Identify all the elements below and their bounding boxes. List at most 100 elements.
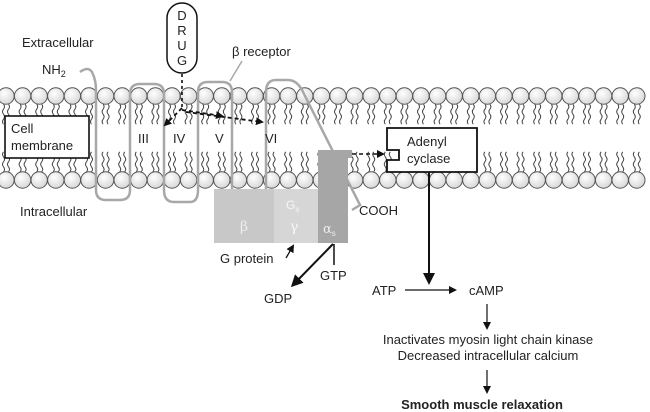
lipid-head — [395, 87, 414, 105]
lipid-tail — [616, 103, 620, 125]
lipid-tail — [123, 103, 127, 125]
lipid-head — [279, 171, 297, 189]
lipid-head — [47, 171, 65, 189]
gdp-label: GDP — [264, 291, 292, 306]
lipid-tail — [267, 151, 271, 173]
lipid-tail — [184, 103, 188, 125]
lipid-head — [428, 171, 447, 189]
lipid-tail — [616, 151, 620, 173]
lipid-head — [196, 171, 214, 189]
lipid-tail — [2, 151, 5, 173]
gamma-subunit — [274, 189, 318, 243]
lipid-tail — [604, 151, 608, 173]
lipid-head — [80, 171, 98, 189]
lipid-tail — [500, 151, 503, 173]
effect-text-2: Decreased intracellular calcium — [398, 348, 579, 363]
lipid-tail — [289, 103, 293, 125]
lipid-head — [163, 171, 181, 189]
signal-arrows — [163, 107, 264, 127]
lipid-tail — [156, 103, 160, 125]
lipid-tail — [571, 151, 575, 173]
lipid-tail — [621, 103, 625, 125]
lipid-tail — [300, 103, 304, 125]
lipid-tail — [488, 103, 492, 125]
lipid-tail — [533, 103, 537, 125]
lipid-head — [578, 171, 596, 189]
lipid-tail — [538, 103, 542, 125]
lipid-head — [213, 171, 231, 189]
lipid-tail — [123, 151, 127, 173]
lipid-tail — [455, 103, 459, 125]
lipid-tail — [134, 151, 138, 173]
lipid-head — [96, 87, 115, 105]
g-protein-caption: G protein — [220, 251, 273, 266]
lipid-tail — [168, 151, 171, 173]
alpha-subunit — [318, 150, 352, 243]
lipid-head — [462, 171, 480, 189]
lipid-head — [80, 87, 98, 105]
lipid-tail — [554, 151, 558, 173]
cooh-label: COOH — [359, 203, 398, 218]
lipid-head — [511, 171, 530, 189]
lipid-tail — [632, 103, 636, 125]
lipid-tail — [118, 151, 122, 173]
lipid-tail — [367, 103, 371, 125]
lipid-head — [179, 171, 198, 189]
lipid-head — [13, 87, 32, 105]
lipid-tail — [139, 103, 143, 125]
cell-membrane-text-1: Cell — [11, 121, 34, 136]
lipid-head — [246, 87, 264, 105]
lipid-tail — [217, 103, 221, 125]
lipid-tail — [305, 151, 309, 173]
lipid-head — [445, 87, 463, 105]
helix-labels: III IV V VI — [138, 131, 277, 146]
lipid-head — [146, 87, 165, 105]
lipid-tail — [156, 151, 160, 173]
lipid-head — [30, 87, 48, 105]
lipid-tail — [566, 103, 570, 125]
lipid-tail — [284, 151, 288, 173]
lipid-head — [0, 171, 15, 189]
lipid-tail — [599, 151, 603, 173]
lipid-tail — [334, 103, 337, 125]
drug-letter-g: G — [177, 53, 187, 68]
lipid-head — [611, 87, 629, 105]
drug-letter-u: U — [177, 38, 186, 53]
lipid-tail — [106, 151, 110, 173]
lipid-head — [296, 171, 314, 189]
lipid-tail — [90, 151, 93, 173]
lipid-head — [345, 87, 364, 105]
lipid-tail — [516, 103, 520, 125]
lipid-tail — [234, 103, 238, 125]
helix-VI-label: VI — [265, 131, 277, 146]
lipid-tail — [405, 103, 409, 125]
lipid-head — [578, 87, 596, 105]
lipid-tail — [2, 103, 5, 125]
lipid-tail — [538, 151, 542, 173]
lipid-tail — [189, 151, 193, 173]
lipid-head — [528, 171, 546, 189]
lipid-tail — [300, 151, 304, 173]
lipid-head — [246, 171, 264, 189]
gamma-subunit-label: γ — [290, 219, 298, 235]
lipid-tail — [267, 103, 271, 125]
g-protein-pointer — [285, 244, 295, 259]
lipid-head — [279, 87, 297, 105]
cell-membrane-text-2: membrane — [11, 138, 73, 153]
lipid-head — [395, 171, 414, 189]
lipid-tail — [632, 151, 636, 173]
lipid-tail — [222, 151, 226, 173]
lipid-tail — [350, 103, 354, 125]
lipid-head — [478, 171, 497, 189]
lipid-head — [462, 87, 480, 105]
lipid-tail — [90, 103, 93, 125]
result-text: Smooth muscle relaxation — [401, 397, 563, 412]
lipid-tail — [189, 103, 193, 125]
lipid-tail — [588, 151, 591, 173]
lipid-head — [47, 87, 65, 105]
lipid-tail — [201, 151, 205, 173]
gtp-label: GTP — [320, 268, 347, 283]
lipid-head — [495, 171, 513, 189]
lipid-head — [561, 87, 580, 105]
helix-III-label: III — [138, 131, 149, 146]
